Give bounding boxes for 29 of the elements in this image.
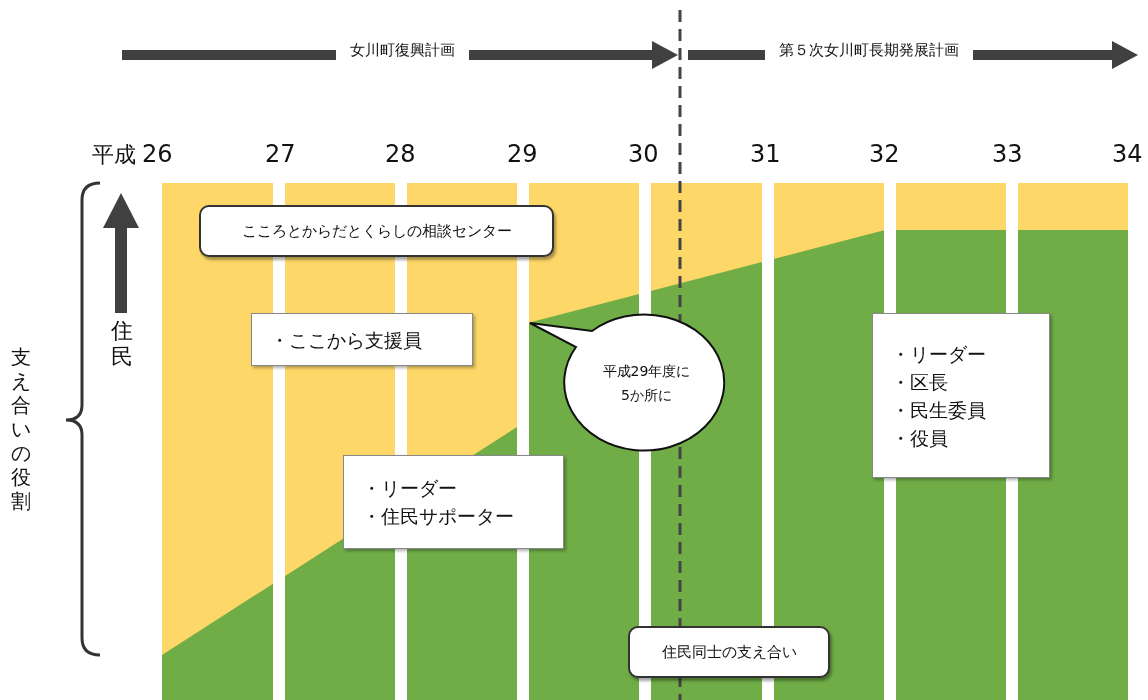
axis-label: 住民 — [110, 318, 134, 370]
service-box — [199, 205, 554, 257]
plan-label: 第５次女川町長期発展計画 — [765, 41, 973, 60]
list-item: ・リーダー — [891, 341, 987, 367]
year-label: 32 — [869, 140, 900, 168]
year-label: 27 — [265, 140, 296, 168]
year-label: 28 — [385, 140, 416, 168]
box-text: 住民同士の支え合い — [661, 642, 797, 662]
year-label: 30 — [628, 140, 659, 168]
list-item: ・リーダー — [362, 476, 458, 501]
year-label: 33 — [992, 140, 1023, 168]
axis-label: 支え合いの役割 — [10, 345, 32, 513]
text-box — [251, 313, 473, 366]
box-text: 平成29年度に5か所に — [601, 362, 692, 405]
year-label: 29 — [507, 140, 538, 168]
plan-label: 女川町復興計画 — [336, 41, 469, 60]
list-item: ・区長 — [891, 369, 949, 395]
list-item: ・ここから支援員 — [270, 327, 423, 353]
list-item: ・役員 — [891, 425, 949, 451]
year-label: 26 — [142, 140, 173, 168]
text-box — [872, 313, 1050, 478]
box-text: こころとからだとくらしの相談センター — [241, 221, 512, 241]
text-box — [343, 455, 564, 549]
list-item: ・住民サポーター — [362, 504, 515, 529]
list-item: ・民生委員 — [891, 397, 987, 423]
era-label: 平成 — [92, 141, 136, 169]
year-label: 31 — [750, 140, 781, 168]
year-label: 34 — [1112, 140, 1143, 168]
support-box — [628, 626, 830, 678]
